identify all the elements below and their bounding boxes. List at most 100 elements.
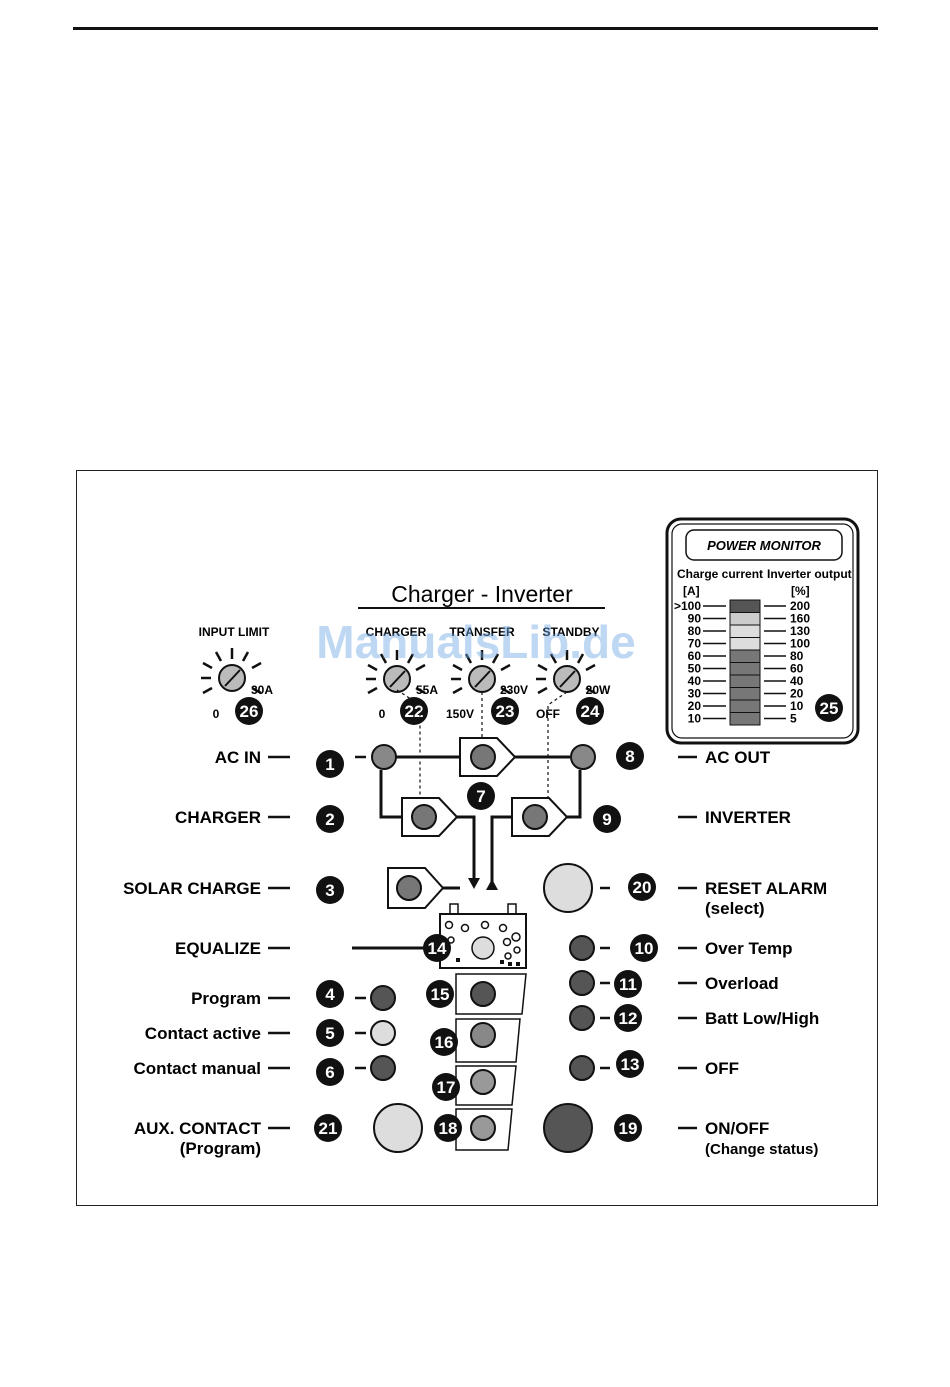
reset-alarm-button[interactable] (543, 863, 593, 913)
overload-label: Overload (705, 974, 779, 993)
inverter-button[interactable] (511, 797, 569, 837)
transfer-knob-label: TRANSFER (449, 625, 515, 639)
on-off-sublabel: (Change status) (705, 1141, 818, 1158)
inverter-output-value: 200 (790, 599, 810, 613)
callout-17: 17 (437, 1078, 456, 1097)
equalize-device[interactable] (439, 903, 527, 969)
input-limit-knob[interactable]: INPUT LIMIT 0 30A 26 (199, 625, 274, 725)
meter-segment (729, 649, 761, 663)
meter-segment (729, 599, 761, 613)
charge-current-value: >100 (674, 599, 701, 613)
callout-4: 4 (325, 985, 335, 1004)
on-off-label: ON/OFF (705, 1119, 769, 1138)
batt-led (569, 1005, 595, 1031)
callout-1: 1 (325, 755, 334, 774)
callout-25: 25 (820, 699, 839, 718)
callout-3: 3 (325, 881, 334, 900)
callout-9: 9 (602, 810, 611, 829)
over-temp-label: Over Temp (705, 939, 793, 958)
callout-21: 21 (319, 1119, 338, 1138)
inverter-label: INVERTER (705, 808, 791, 827)
inverter-output-value: 160 (790, 612, 810, 626)
button-17[interactable] (455, 1065, 517, 1106)
diagram-frame (76, 470, 878, 1206)
charger-knob[interactable]: CHARGER 0 55A 22 (366, 625, 439, 725)
button-15[interactable] (455, 973, 527, 1015)
callout-14: 14 (428, 939, 447, 958)
left-dashes (268, 755, 366, 1130)
inverter-output-value: 5 (790, 712, 797, 726)
knob-connectors (396, 689, 568, 800)
charge-current-value: 20 (688, 699, 702, 713)
callout-13: 13 (621, 1055, 640, 1074)
top-rule (73, 27, 878, 30)
charger-label: CHARGER (175, 808, 261, 827)
aux-contact-sublabel: (Program) (180, 1139, 261, 1158)
charger-button[interactable] (401, 797, 459, 837)
input-limit-max: 30A (251, 683, 273, 697)
aux-contact-button[interactable] (373, 1103, 423, 1153)
inverter-output-value: 60 (790, 662, 804, 676)
input-limit-label: INPUT LIMIT (199, 625, 270, 639)
callout-6: 6 (325, 1063, 334, 1082)
off-label: OFF (705, 1059, 739, 1078)
meter-segment (729, 699, 761, 713)
ac-out-led (570, 744, 596, 770)
standby-knob-max: 20W (586, 683, 611, 697)
over-temp-led (569, 935, 595, 961)
charge-current-value: 60 (688, 649, 702, 663)
callout-10: 10 (635, 939, 654, 958)
inverter-output-value: 100 (790, 637, 810, 651)
meter-segment (729, 712, 761, 726)
callout-16: 16 (435, 1033, 454, 1052)
meter-segment (729, 637, 761, 651)
input-limit-min: 0 (213, 707, 220, 721)
charger-knob-label: CHARGER (366, 625, 427, 639)
charge-current-value: 90 (688, 612, 702, 626)
callout-5: 5 (325, 1024, 334, 1043)
transfer-button[interactable] (459, 737, 517, 777)
standby-knob-label: STANDBY (542, 625, 599, 639)
arrow-down (468, 878, 480, 889)
charge-current-value: 50 (688, 662, 702, 676)
charge-current-value: 30 (688, 687, 702, 701)
standby-knob[interactable]: STANDBY OFF 20W 24 (536, 625, 611, 725)
callout-7: 7 (476, 787, 485, 806)
callout-12: 12 (619, 1009, 638, 1028)
power-monitor-title: POWER MONITOR (707, 538, 821, 553)
reset-alarm-sublabel: (select) (705, 899, 765, 918)
meter-segment (729, 674, 761, 688)
overload-led (569, 970, 595, 996)
meter-segment (729, 662, 761, 676)
solar-charge-button[interactable] (387, 867, 445, 909)
contact-active-led (370, 1020, 396, 1046)
charge-current-value: 70 (688, 637, 702, 651)
inverter-output-unit: [%] (791, 584, 810, 598)
callout-11: 11 (619, 975, 637, 994)
callout-23: 23 (496, 702, 515, 721)
solar-charge-label: SOLAR CHARGE (123, 879, 261, 898)
callout-22: 22 (405, 702, 424, 721)
on-off-button[interactable] (543, 1103, 593, 1153)
callout-24: 24 (581, 702, 600, 721)
meter-segment (729, 612, 761, 626)
charger-knob-min: 0 (379, 707, 386, 721)
inverter-output-value: 40 (790, 674, 804, 688)
reset-alarm-label: RESET ALARM (705, 879, 827, 898)
button-16[interactable] (455, 1018, 521, 1063)
panel-title: Charger - Inverter (391, 581, 573, 607)
charge-current-header: Charge current (677, 567, 763, 581)
right-dashes (600, 755, 697, 1130)
transfer-knob-min: 150V (446, 707, 474, 721)
button-18[interactable] (455, 1108, 513, 1151)
equalize-label: EQUALIZE (175, 939, 261, 958)
meter-segment (729, 624, 761, 638)
ac-out-label: AC OUT (705, 748, 771, 767)
off-led (569, 1055, 595, 1081)
callout-18: 18 (439, 1119, 458, 1138)
transfer-knob[interactable]: TRANSFER 150V 230V 23 (446, 625, 528, 725)
callout-26: 26 (240, 702, 259, 721)
contact-manual-led (370, 1055, 396, 1081)
charge-current-value: 40 (688, 674, 702, 688)
